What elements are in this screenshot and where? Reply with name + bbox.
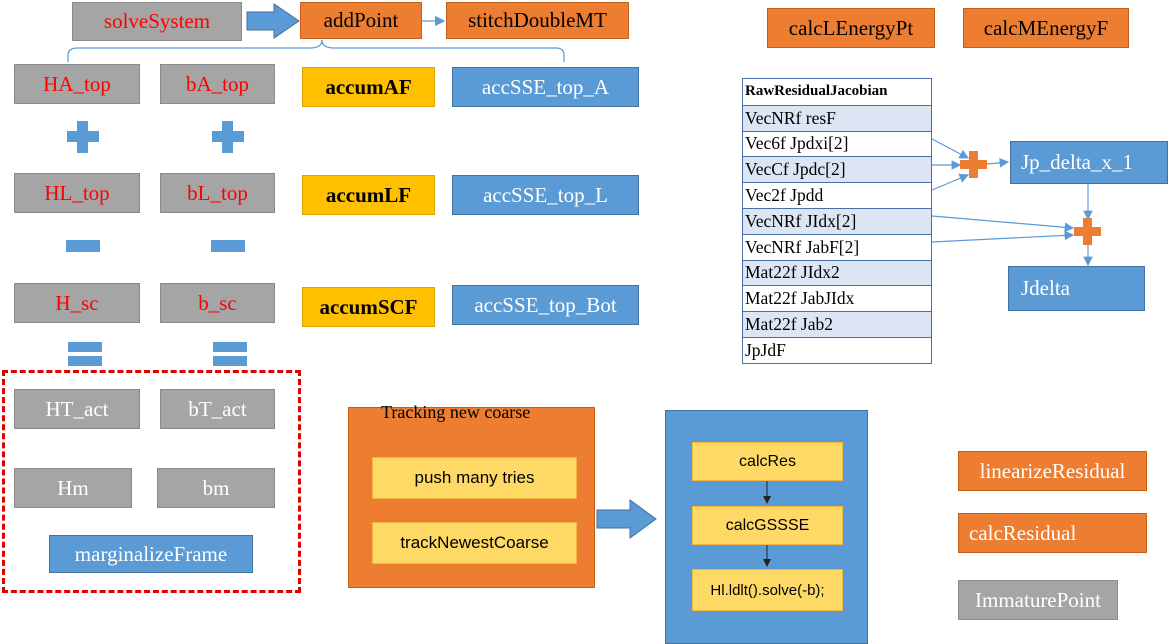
acc-sse-top-a-box: accSSE_top_A [452, 67, 639, 107]
calc-gssse-box: calcGSSSE [692, 506, 843, 545]
block-arrow-icon [596, 499, 657, 539]
plus-icon [960, 151, 987, 178]
hm-box: Hm [14, 468, 132, 508]
legend-linearize-residual: linearizeResidual [958, 451, 1147, 491]
raw-residual-jacobian-table: RawResidualJacobian VecNRf resF Vec6f Jp… [742, 78, 932, 364]
jdelta-box: Jdelta [1008, 266, 1145, 311]
acc-sse-top-bot-box: accSSE_top_Bot [452, 285, 639, 325]
block-arrow-icon [246, 3, 300, 39]
table-row: VecCf Jpdc[2] [743, 156, 931, 183]
h-sc-box: H_sc [14, 283, 140, 323]
ht-act-box: HT_act [14, 389, 140, 429]
bm-box: bm [157, 468, 275, 508]
legend-calc-residual: calcResidual [958, 513, 1147, 553]
hl-top-box: HL_top [14, 173, 140, 213]
track-newest-coarse-box: trackNewestCoarse [372, 522, 577, 564]
legend-immature-point: ImmaturePoint [958, 580, 1118, 620]
stitch-double-mt-box: stitchDoubleMT [446, 2, 629, 39]
table-row: Mat22f Jab2 [743, 311, 931, 337]
table-row: Mat22f JIdx2 [743, 259, 931, 286]
table-row: Vec2f Jpdd [743, 182, 931, 208]
marginalize-frame-box: marginalizeFrame [49, 535, 253, 573]
ba-top-box: bA_top [160, 64, 275, 104]
table-row: Mat22f JabJIdx [743, 285, 931, 311]
table-row: Vec6f Jpdxi[2] [743, 130, 931, 157]
table-row: JpJdF [743, 336, 931, 363]
accum-af-box: accumAF [302, 67, 435, 107]
bt-act-box: bT_act [160, 389, 275, 429]
push-many-tries-box: push many tries [372, 457, 577, 499]
plus-icon [1074, 218, 1101, 245]
accum-scf-box: accumSCF [302, 287, 435, 327]
tracking-title: Tracking new coarse [381, 402, 531, 422]
minus-icon [66, 240, 100, 252]
calc-m-energy-f-box: calcMEnergyF [963, 8, 1129, 48]
bl-top-box: bL_top [160, 173, 275, 213]
accum-lf-box: accumLF [302, 175, 435, 215]
marginalization-region [2, 370, 301, 593]
add-point-box: addPoint [300, 2, 422, 39]
b-sc-box: b_sc [160, 283, 275, 323]
table-row: VecNRf JabF[2] [743, 233, 931, 260]
table-header: RawResidualJacobian [745, 83, 888, 100]
solve-system-box: solveSystem [72, 2, 242, 41]
table-row: VecNRf resF [743, 104, 931, 131]
calc-l-energy-pt-box: calcLEnergyPt [767, 8, 935, 48]
hl-solve-box: Hl.ldlt().solve(-b); [692, 569, 843, 611]
ha-top-box: HA_top [14, 64, 140, 104]
table-row: VecNRf JIdx[2] [743, 207, 931, 234]
acc-sse-top-l-box: accSSE_top_L [452, 175, 639, 215]
calc-res-box: calcRes [692, 442, 843, 481]
jp-delta-x-box: Jp_delta_x_1 [1010, 141, 1168, 184]
minus-icon [211, 240, 245, 252]
